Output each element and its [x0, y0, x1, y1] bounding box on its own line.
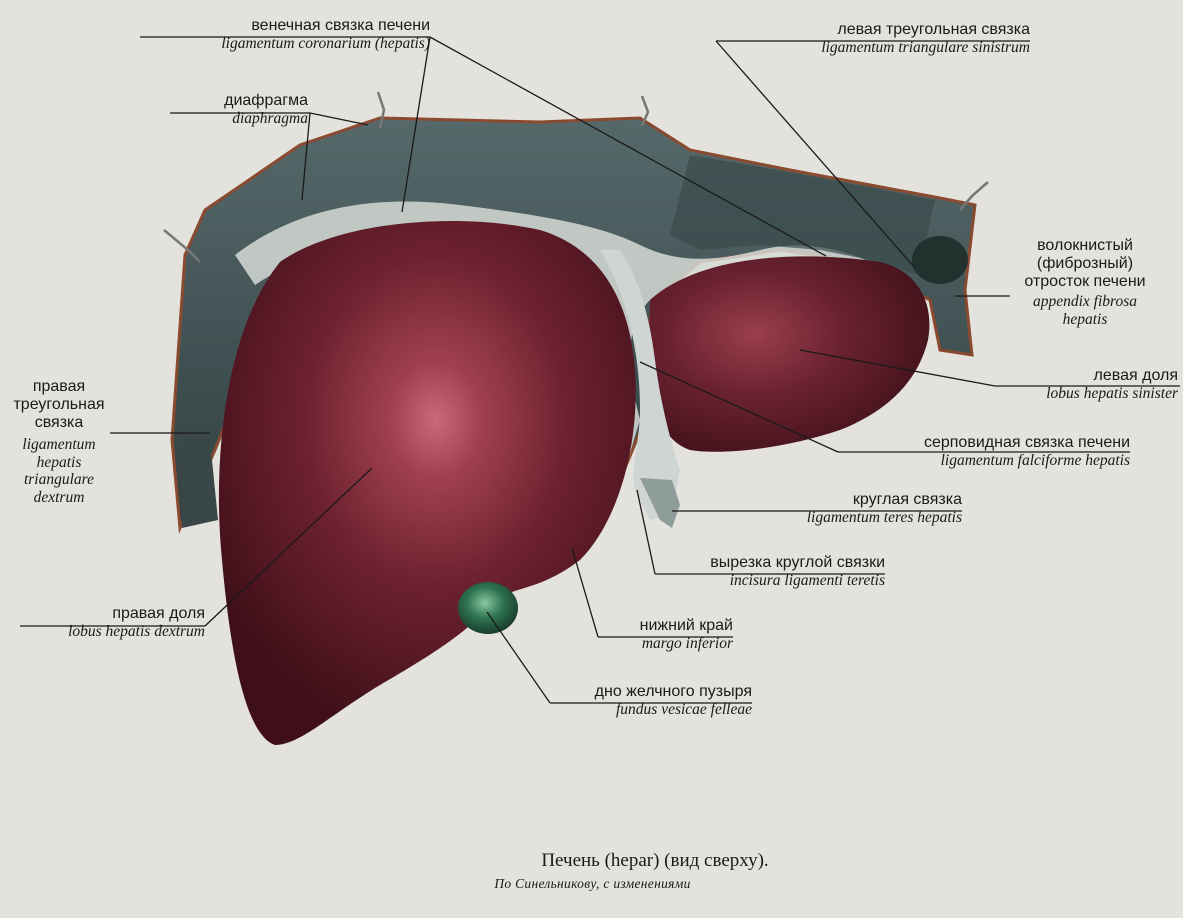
- right-triangular-la-1: ligamentum: [22, 436, 96, 454]
- diaphragm-ru: диафрагма: [224, 92, 308, 109]
- label-left-lobe: левая доля lobus hepatis sinister: [980, 368, 1178, 402]
- round-ligament: [640, 478, 680, 528]
- left-lobe: [648, 256, 930, 452]
- right-triangular-la-3: triangulare: [23, 471, 95, 489]
- leader-lines: [20, 36, 1180, 704]
- left-triangular-ru: левая треугольная связка: [837, 21, 1030, 38]
- right-triangular-ru-1: правая: [32, 378, 86, 395]
- label-round-notch: вырезка круглой связки incisura ligament…: [650, 555, 885, 589]
- coronary-la: ligamentum coronarium (hepatis): [221, 35, 430, 52]
- label-falciform-ligament: серповидная связка печени ligamentum fal…: [840, 435, 1130, 469]
- right-lobe: [218, 220, 636, 745]
- label-fibrous-appendix: волокнистый (фиброзный) отросток печени …: [1000, 237, 1170, 328]
- figure-caption-title: Печень (hepar) (вид сверху).: [541, 850, 769, 871]
- falciform-ligament: [600, 250, 680, 520]
- right-triangular-la-4: dextrum: [33, 488, 85, 506]
- left-lobe-la: lobus hepatis sinister: [1046, 385, 1178, 402]
- round-ligament-la: ligamentum teres hepatis: [806, 509, 962, 526]
- right-triangular-ru-2: треугольная: [13, 396, 105, 414]
- right-lobe-la: lobus hepatis dextrum: [68, 623, 205, 640]
- label-right-triangular: правая треугольная связка ligamentum hep…: [0, 378, 118, 506]
- coronary-ru: венечная связка печени: [251, 17, 430, 34]
- label-diaphragm: диафрагма diaphragma: [150, 93, 308, 127]
- figure-caption-subtitle: По Синельникову, с изменениями: [494, 876, 691, 891]
- left-lobe-ru: левая доля: [1093, 367, 1178, 384]
- label-left-triangular: левая треугольная связка ligamentum tria…: [720, 22, 1030, 56]
- label-right-lobe: правая доля lobus hepatis dextrum: [10, 606, 205, 640]
- label-inferior-margin: нижний край margo inferior: [590, 618, 733, 652]
- round-ligament-ru: круглая связка: [852, 491, 962, 508]
- fibrous-appendix-la-2: hepatis: [1062, 310, 1108, 328]
- gallbladder-fundus-la: fundus vesicae felleae: [615, 701, 752, 718]
- inferior-margin-la: margo inferior: [641, 635, 733, 652]
- right-lobe-ru: правая доля: [112, 605, 205, 622]
- left-triangular-la: ligamentum triangulare sinistrum: [821, 39, 1030, 56]
- fibrous-appendix-ru-1: волокнистый: [1037, 237, 1133, 254]
- fibrous-appendix-la-1: appendix fibrosa: [1032, 293, 1138, 311]
- round-notch-ru: вырезка круглой связки: [710, 554, 885, 571]
- falciform-la: ligamentum falciforme hepatis: [940, 452, 1130, 469]
- label-round-ligament: круглая связка ligamentum teres hepatis: [730, 492, 962, 526]
- label-coronary-ligament: венечная связка печени ligamentum corona…: [130, 18, 430, 52]
- inferior-margin-ru: нижний край: [639, 617, 733, 634]
- right-triangular-ru-3: связка: [34, 414, 84, 432]
- fibrous-appendix-ru-2: (фиброзный): [1036, 255, 1134, 273]
- round-notch-la: incisura ligamenti teretis: [729, 572, 885, 589]
- gallbladder-fundus-ru: дно желчного пузыря: [594, 683, 752, 700]
- gallbladder-fundus: [458, 582, 518, 634]
- right-triangular-la-2: hepatis: [36, 453, 82, 471]
- fibrous-appendix-ru-3: отросток печени: [1024, 273, 1146, 291]
- label-gallbladder-fundus: дно желчного пузыря fundus vesicae felle…: [540, 684, 752, 718]
- diaphragm-la: diaphragma: [232, 110, 308, 127]
- falciform-ru: серповидная связка печени: [923, 434, 1130, 451]
